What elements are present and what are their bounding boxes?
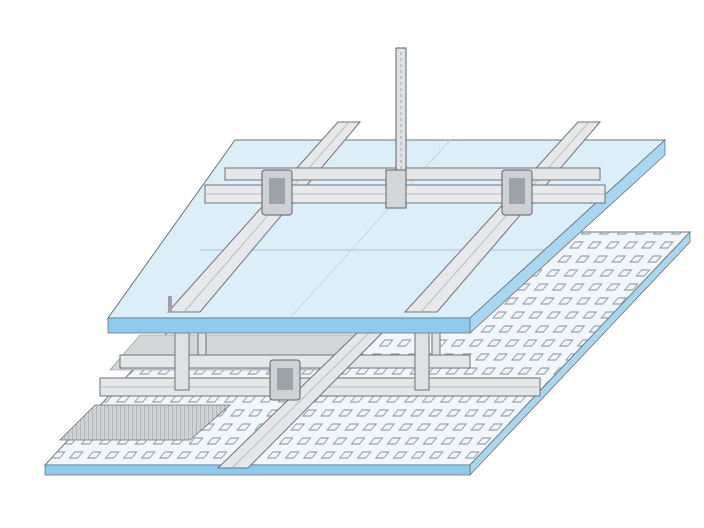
upper-clip-left xyxy=(261,169,293,216)
vertical-hanger-rod xyxy=(385,47,407,209)
lower-clip xyxy=(269,359,301,401)
insulation-strip xyxy=(59,404,232,441)
lower-hangers xyxy=(174,329,441,391)
upper-clip-right xyxy=(501,169,533,216)
